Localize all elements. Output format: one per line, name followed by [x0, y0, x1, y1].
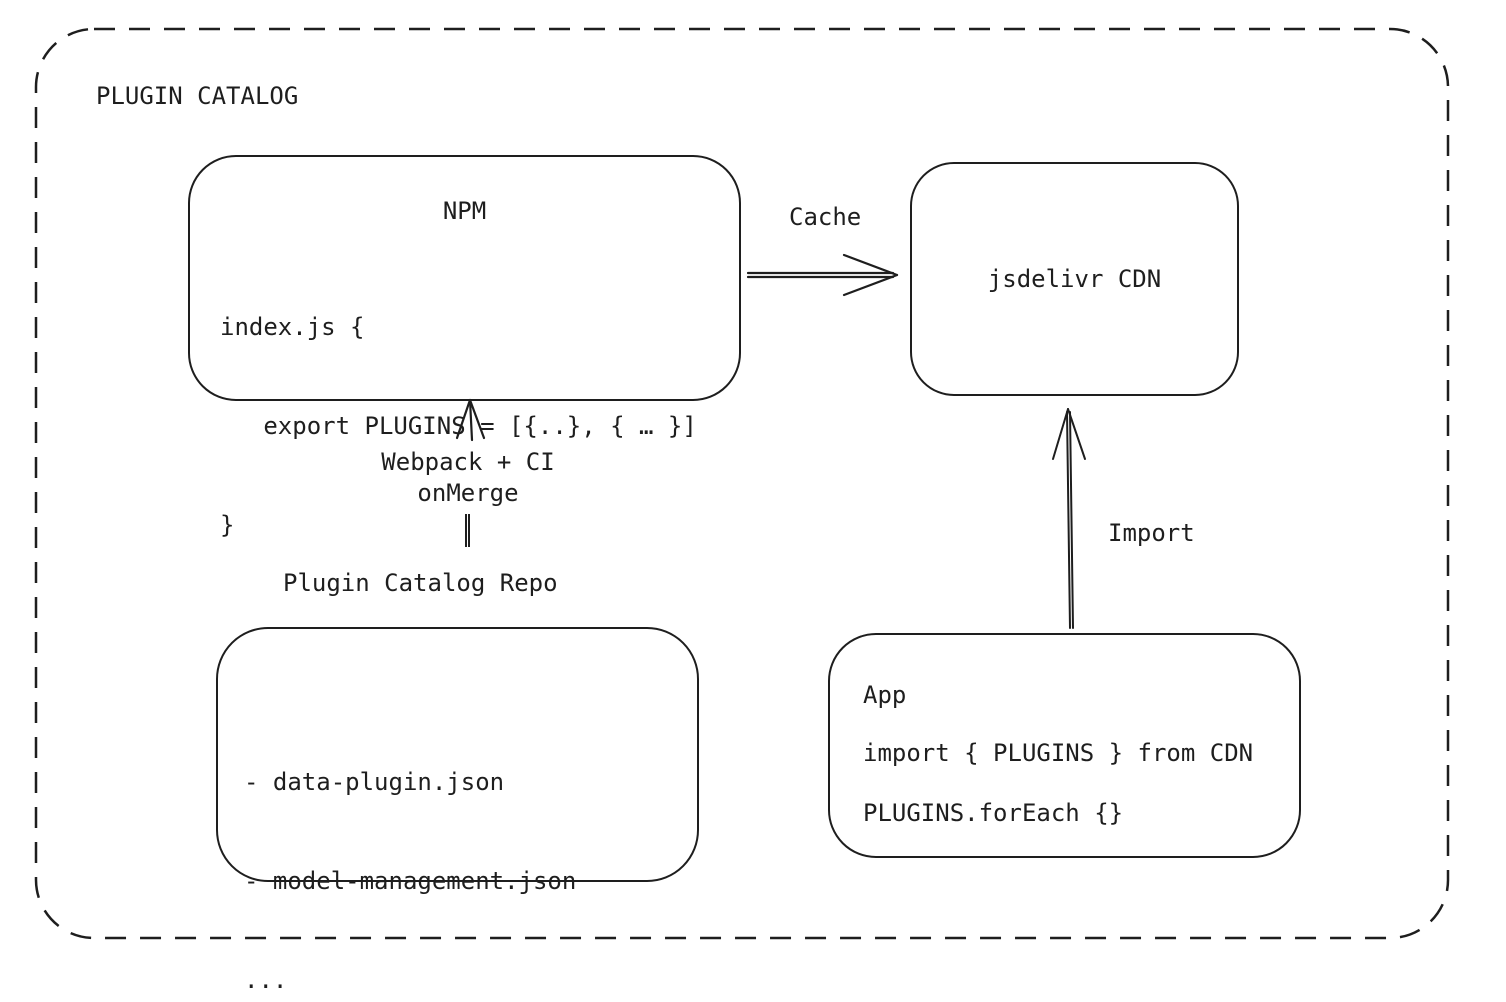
- cdn-box: jsdelivr CDN: [910, 162, 1239, 396]
- repo-label: Plugin Catalog Repo: [283, 569, 558, 597]
- npm-code-line: export PLUGINS = [{..}, { … }]: [220, 412, 697, 440]
- build-arrowhead: [455, 398, 486, 442]
- npm-box: NPM index.js { export PLUGINS = [{..}, {…: [188, 155, 741, 539]
- build-edge-label-line: Webpack + CI: [381, 448, 555, 476]
- build-edge-label: Webpack + CI onMerge: [357, 447, 579, 509]
- cache-arrow: [746, 253, 899, 297]
- repo-file-line: - data-plugin.json: [244, 768, 505, 796]
- cdn-label: jsdelivr CDN: [987, 265, 1162, 293]
- diagram-title: PLUGIN CATALOG: [96, 82, 299, 110]
- repo-file-line: ...: [244, 966, 288, 994]
- app-code-line: PLUGINS.forEach {}: [863, 799, 1124, 827]
- build-edge-label-line: onMerge: [417, 479, 519, 507]
- import-arrow: [1052, 408, 1086, 629]
- npm-code: index.js { export PLUGINS = [{..}, { … }…: [220, 245, 697, 608]
- import-edge-label: Import: [1108, 519, 1195, 547]
- app-title: App: [863, 681, 907, 709]
- repo-file-line: - model-management.json: [244, 867, 577, 895]
- npm-code-line: index.js {: [220, 313, 365, 341]
- build-connector-line: [465, 514, 470, 547]
- repo-file-list: - data-plugin.json - model-management.js…: [244, 700, 576, 1002]
- cache-edge-label: Cache: [789, 203, 862, 231]
- app-code-line: import { PLUGINS } from CDN: [863, 739, 1254, 767]
- npm-code-line: }: [220, 511, 235, 539]
- npm-title: NPM: [442, 197, 487, 225]
- app-box: App import { PLUGINS } from CDN PLUGINS.…: [828, 633, 1301, 858]
- repo-box: - data-plugin.json - model-management.js…: [216, 627, 699, 994]
